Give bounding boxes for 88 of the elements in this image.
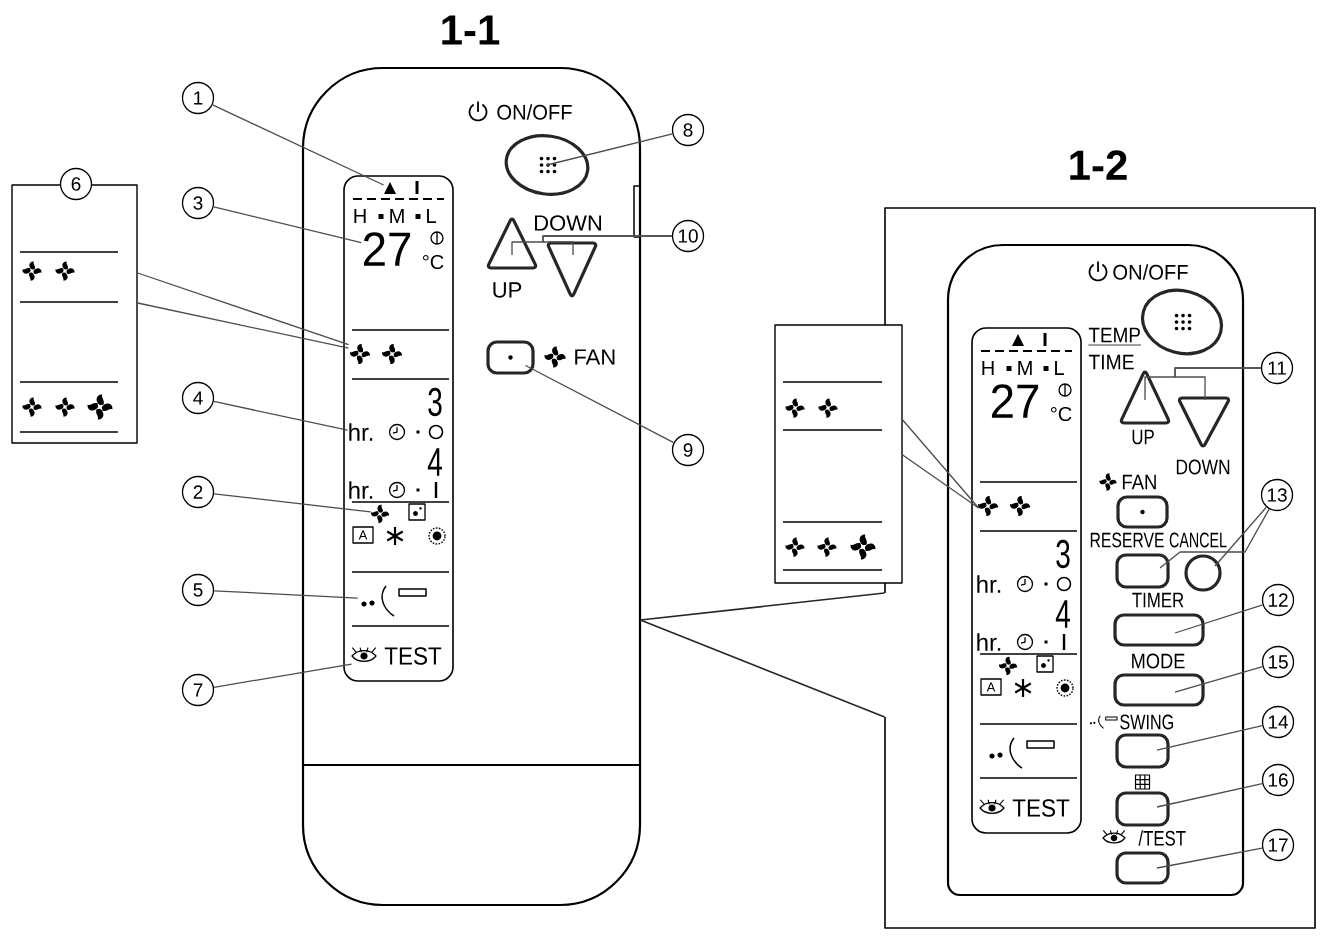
callout-number: 5 bbox=[181, 573, 215, 607]
timer-button: TIMER bbox=[1113, 592, 1205, 647]
swing-icon bbox=[361, 585, 427, 617]
leader-line bbox=[213, 493, 372, 513]
down-button: DOWN bbox=[1176, 396, 1231, 475]
callout-number: 16 bbox=[1261, 763, 1295, 797]
unit-label: hr. bbox=[977, 633, 1001, 651]
swing-button: SWING bbox=[1115, 714, 1173, 769]
callout-number: 8 bbox=[671, 113, 705, 147]
leader-line bbox=[902, 419, 980, 509]
leader-line bbox=[1214, 506, 1268, 567]
cancel-button: CANCEL bbox=[1169, 532, 1227, 592]
node-label: CANCEL bbox=[1169, 532, 1227, 548]
power-button: ON/OFF bbox=[497, 104, 590, 196]
display-label: TEST bbox=[1012, 799, 1070, 817]
temperature-digits: 27 bbox=[363, 232, 411, 266]
test-button: /TEST bbox=[1115, 830, 1186, 885]
unit-label: hr. bbox=[349, 423, 373, 441]
callout-number: 12 bbox=[1261, 583, 1295, 617]
figure-heading: 1-1 bbox=[442, 15, 500, 45]
callout-number: 11 bbox=[1260, 351, 1294, 385]
callout-number: 15 bbox=[1261, 645, 1295, 679]
leader-line bbox=[137, 272, 350, 346]
display-label: L bbox=[427, 209, 436, 223]
zoom-line bbox=[639, 592, 886, 621]
leader-line bbox=[213, 206, 362, 244]
mode-button: MODE bbox=[1113, 653, 1205, 707]
reserve-button: RESERVE bbox=[1090, 532, 1170, 589]
callout-number: 3 bbox=[181, 186, 215, 220]
callout-number: 2 bbox=[181, 475, 215, 509]
control-label: TIME bbox=[1088, 354, 1134, 370]
display-label: H bbox=[354, 209, 366, 223]
triangle-marker bbox=[384, 182, 396, 194]
display-label: TEST bbox=[384, 647, 442, 665]
leader-line bbox=[1174, 604, 1264, 634]
node-label: DOWN bbox=[535, 215, 602, 231]
control-label: ON/OFF bbox=[1113, 264, 1188, 280]
callout-number: 6 bbox=[59, 167, 93, 201]
down-button: DOWN bbox=[535, 215, 602, 298]
leader-line bbox=[213, 663, 353, 688]
leader-line bbox=[213, 590, 359, 599]
callout-number: 14 bbox=[1261, 705, 1295, 739]
leader-line bbox=[213, 400, 349, 431]
leader-line bbox=[1159, 508, 1270, 569]
callout-number: 10 bbox=[671, 219, 705, 253]
callout-number: 9 bbox=[671, 433, 705, 467]
leader-line bbox=[902, 454, 980, 509]
figure-heading: 1-2 bbox=[1070, 150, 1127, 180]
display-label: M bbox=[390, 209, 404, 223]
leader-line bbox=[1174, 367, 1262, 401]
leader-line bbox=[1156, 782, 1263, 808]
callout-number: 1 bbox=[181, 81, 215, 115]
up-button: UP bbox=[1119, 370, 1171, 445]
leader-line bbox=[1156, 847, 1263, 869]
callout-number: 13 bbox=[1260, 478, 1294, 512]
timer-digit: 4 bbox=[1055, 600, 1070, 628]
control-label: TEMP bbox=[1088, 327, 1142, 346]
node-label: UP bbox=[493, 282, 522, 298]
node-label: UP bbox=[1132, 429, 1154, 445]
fan-button: FAN bbox=[486, 340, 615, 375]
node-label: DOWN bbox=[1176, 459, 1230, 475]
fan-button: FAN bbox=[1116, 474, 1169, 529]
unit-label: °C bbox=[1051, 406, 1072, 422]
leader-line bbox=[524, 364, 675, 444]
timer-digit: 4 bbox=[427, 448, 442, 476]
leader-line bbox=[1156, 725, 1263, 751]
display-label: M bbox=[1018, 361, 1032, 375]
unit-label: °C bbox=[423, 254, 444, 270]
leader-line bbox=[1174, 665, 1264, 693]
node-label: RESERVE bbox=[1090, 532, 1164, 548]
display-label: L bbox=[1055, 361, 1064, 375]
unit-label: hr. bbox=[977, 575, 1001, 593]
display-label: H bbox=[982, 361, 994, 375]
callout-number: 7 bbox=[181, 673, 215, 707]
leader-line bbox=[137, 302, 350, 349]
timer-digit: 3 bbox=[428, 387, 442, 417]
leader-line bbox=[212, 104, 385, 186]
leader-line bbox=[542, 235, 673, 256]
callout-number: 4 bbox=[181, 381, 215, 415]
temperature-digits: 27 bbox=[991, 384, 1039, 418]
callout-number: 17 bbox=[1261, 828, 1295, 862]
unit-label: hr. bbox=[349, 481, 373, 499]
node-label: MODE bbox=[1132, 653, 1185, 669]
zoom-line bbox=[639, 619, 886, 718]
timer-digit: 3 bbox=[1056, 539, 1070, 569]
fan-icon bbox=[370, 504, 390, 524]
leader-line bbox=[546, 133, 673, 166]
node-label: TIMER bbox=[1132, 592, 1184, 608]
